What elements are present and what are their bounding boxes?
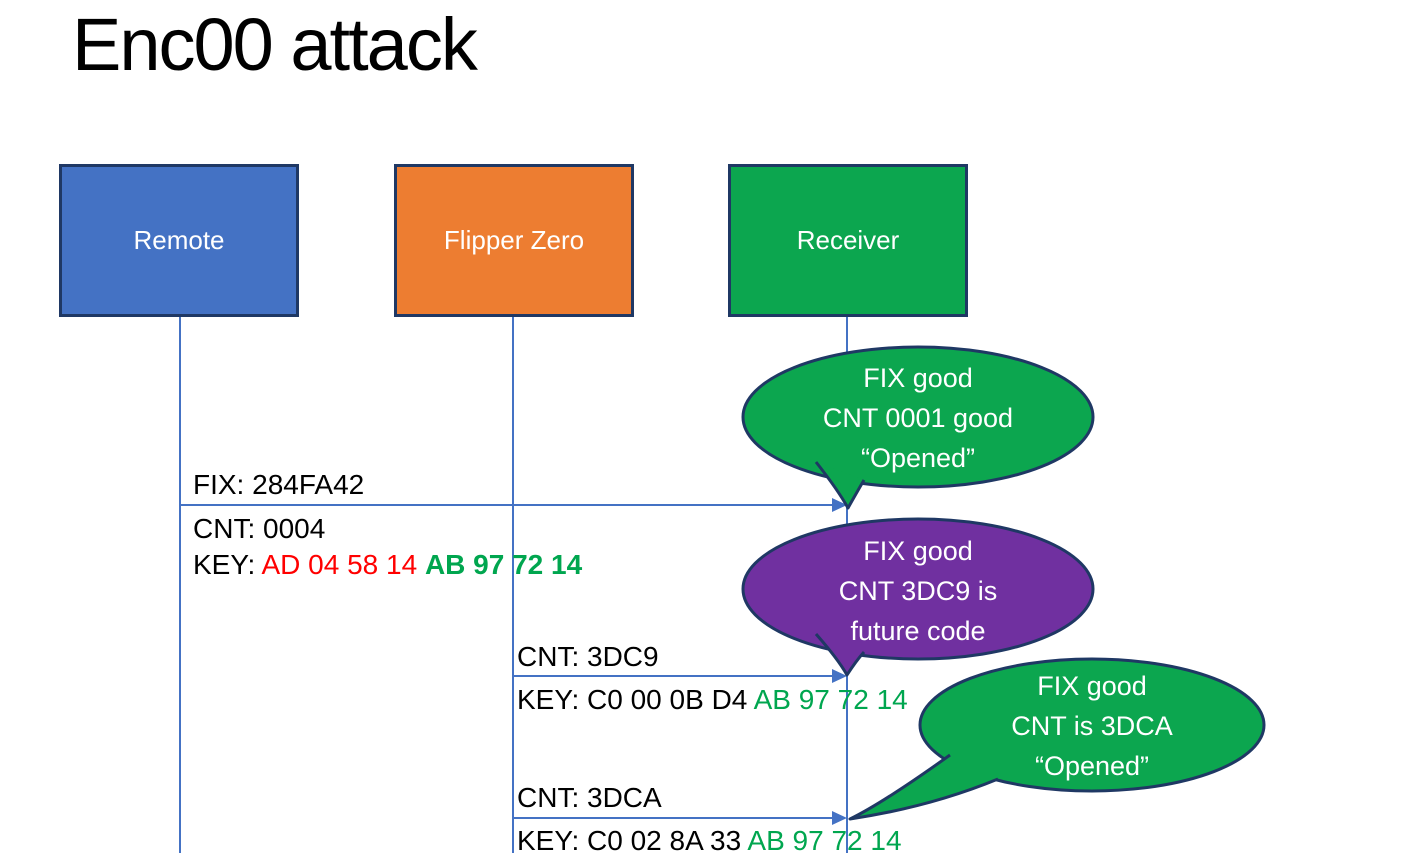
message-3-cnt: CNT: 3DCA xyxy=(517,782,662,813)
message-arrow-1 xyxy=(180,504,834,506)
speech-bubble-text: FIX good CNT 0001 good “Opened” xyxy=(778,358,1058,478)
speech-bubble-receiver-2: FIX good CNT 3DC9 is future code xyxy=(740,517,1096,683)
bubble-line: CNT 3DC9 is xyxy=(838,576,998,606)
key-fixed-part: AB 97 72 14 xyxy=(753,684,908,715)
actor-box-flipper-zero: Flipper Zero xyxy=(394,164,634,317)
bubble-line: CNT is 3DCA xyxy=(1011,711,1173,741)
lifeline-flipper-zero xyxy=(512,317,514,853)
bubble-line: CNT 0001 good xyxy=(822,403,1014,433)
actor-label-flipper-zero: Flipper Zero xyxy=(443,225,585,255)
page-title: Enc00 attack xyxy=(72,3,478,86)
speech-bubble-receiver-1: FIX good CNT 0001 good “Opened” xyxy=(740,344,1096,516)
actor-box-receiver: Receiver xyxy=(728,164,968,317)
lifeline-remote xyxy=(179,317,181,853)
message-1-label-below: CNT: 0004 KEY: AD 04 58 14 AB 97 72 14 xyxy=(193,511,582,583)
speech-bubble-text: FIX good CNT 3DC9 is future code xyxy=(778,531,1058,651)
message-1-cnt: CNT: 0004 xyxy=(193,513,326,544)
bubble-line: future code xyxy=(850,616,986,646)
key-fixed-part: AB 97 72 14 xyxy=(747,825,902,856)
speech-bubble-shape xyxy=(741,517,1095,677)
message-2-cnt: CNT: 3DC9 xyxy=(517,641,659,672)
message-arrow-2 xyxy=(513,675,834,677)
message-2-label-above: CNT: 3DC9 xyxy=(517,639,659,675)
message-arrow-2-arrowhead xyxy=(832,669,847,683)
message-2-label-below: KEY: C0 00 0B D4 AB 97 72 14 xyxy=(517,682,908,718)
actor-box-remote: Remote xyxy=(59,164,299,317)
message-3-label-below: KEY: C0 02 8A 33 AB 97 72 14 xyxy=(517,823,902,859)
bubble-line: FIX good xyxy=(1037,671,1147,701)
message-arrow-3-arrowhead xyxy=(832,811,847,825)
message-1-label-above: FIX: 284FA42 xyxy=(193,467,364,503)
speech-bubble-text: FIX good CNT is 3DCA “Opened” xyxy=(952,666,1232,786)
message-3-key: KEY: C0 02 8A 33 AB 97 72 14 xyxy=(517,825,902,856)
speech-bubble-shape xyxy=(741,345,1095,510)
message-1-key: KEY: AD 04 58 14 AB 97 72 14 xyxy=(193,549,583,580)
actor-label-remote: Remote xyxy=(133,225,225,255)
bubble-line: FIX good xyxy=(863,363,973,393)
message-3-label-above: CNT: 3DCA xyxy=(517,780,662,816)
speech-bubble-receiver-3: FIX good CNT is 3DCA “Opened” xyxy=(838,655,1268,825)
key-changing-part: AD 04 58 14 xyxy=(261,549,425,580)
speech-bubble-shape xyxy=(848,657,1266,821)
bubble-line: FIX good xyxy=(863,536,973,566)
message-1-fix: FIX: 284FA42 xyxy=(193,469,365,500)
bubble-line: “Opened” xyxy=(1034,751,1150,781)
key-fixed-part: AB 97 72 14 xyxy=(424,549,583,580)
message-arrow-3 xyxy=(513,817,834,819)
actor-label-receiver: Receiver xyxy=(796,225,900,255)
message-2-key: KEY: C0 00 0B D4 AB 97 72 14 xyxy=(517,684,908,715)
bubble-line: “Opened” xyxy=(860,443,976,473)
